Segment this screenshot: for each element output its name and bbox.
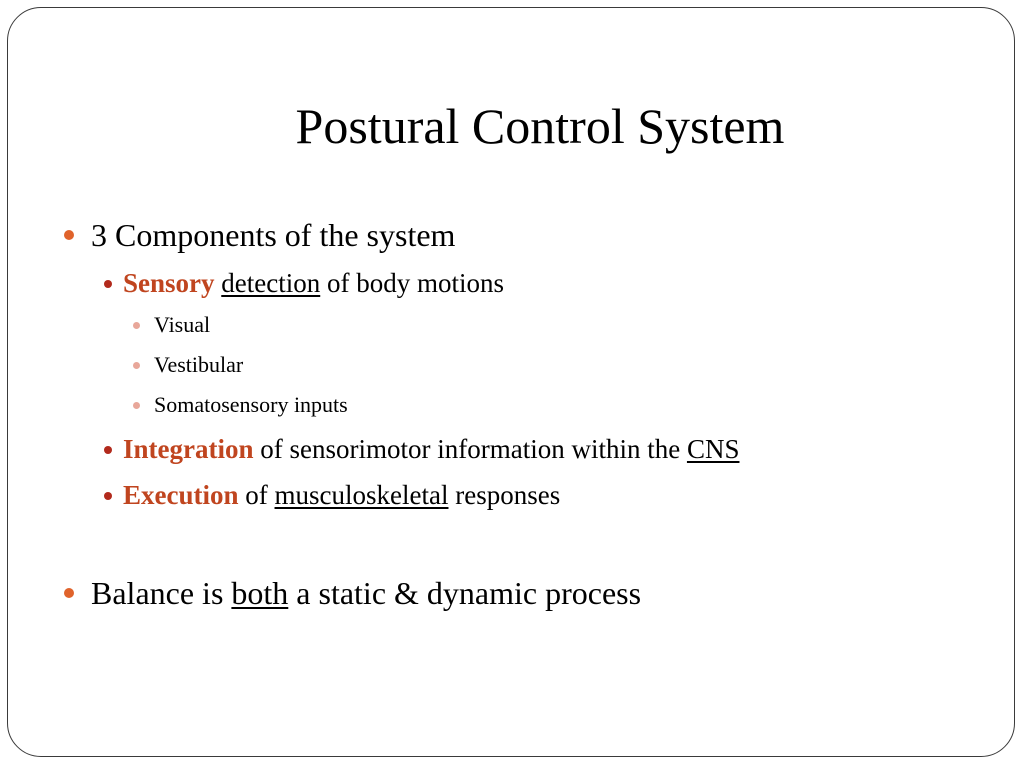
bullet-dot-icon [104, 280, 112, 288]
integration-underlined: CNS [686, 434, 740, 464]
bullet-dot-icon [64, 230, 74, 240]
slide-title: Postural Control System [295, 98, 785, 154]
sensory-emphasis: Sensory [123, 268, 215, 298]
sensory-rest: of body motions [320, 268, 504, 298]
execution-middle: of [238, 480, 275, 510]
sub-item-somatosensory: Somatosensory inputs [154, 391, 348, 419]
bullet-integration: Integration of sensorimotor information … [123, 432, 739, 466]
bullet-components: 3 Components of the system [91, 215, 455, 255]
balance-underlined: both [231, 575, 289, 611]
sub-item-vestibular: Vestibular [154, 351, 243, 379]
bullet-sensory: Sensory detection of body motions [123, 266, 504, 300]
execution-rest: responses [448, 480, 561, 510]
sub-item-visual: Visual [154, 311, 210, 339]
bullet-balance: Balance is both a static & dynamic proce… [91, 573, 641, 613]
bullet-execution: Execution of musculoskeletal responses [123, 478, 560, 512]
sub-item-visual-text: Visual [154, 312, 211, 337]
balance-before: Balance is [91, 575, 232, 611]
balance-after: a static & dynamic process [288, 575, 642, 611]
integration-middle: of sensorimotor information within the [253, 434, 687, 464]
execution-underlined: musculoskeletal [274, 480, 449, 510]
bullet-dot-icon [104, 492, 112, 500]
bullet-dot-icon [64, 588, 74, 598]
integration-emphasis: Integration [123, 434, 254, 464]
sensory-underlined: detection [221, 268, 321, 298]
bullet-dot-icon [133, 322, 140, 329]
bullet-components-text: 3 Components of the system [91, 217, 456, 253]
execution-emphasis: Execution [123, 480, 239, 510]
sub-item-vestibular-text: Vestibular [154, 352, 244, 377]
bullet-dot-icon [133, 402, 140, 409]
slide-frame [7, 7, 1015, 757]
bullet-dot-icon [133, 362, 140, 369]
bullet-dot-icon [104, 446, 112, 454]
sub-item-somatosensory-text: Somatosensory inputs [154, 392, 348, 417]
